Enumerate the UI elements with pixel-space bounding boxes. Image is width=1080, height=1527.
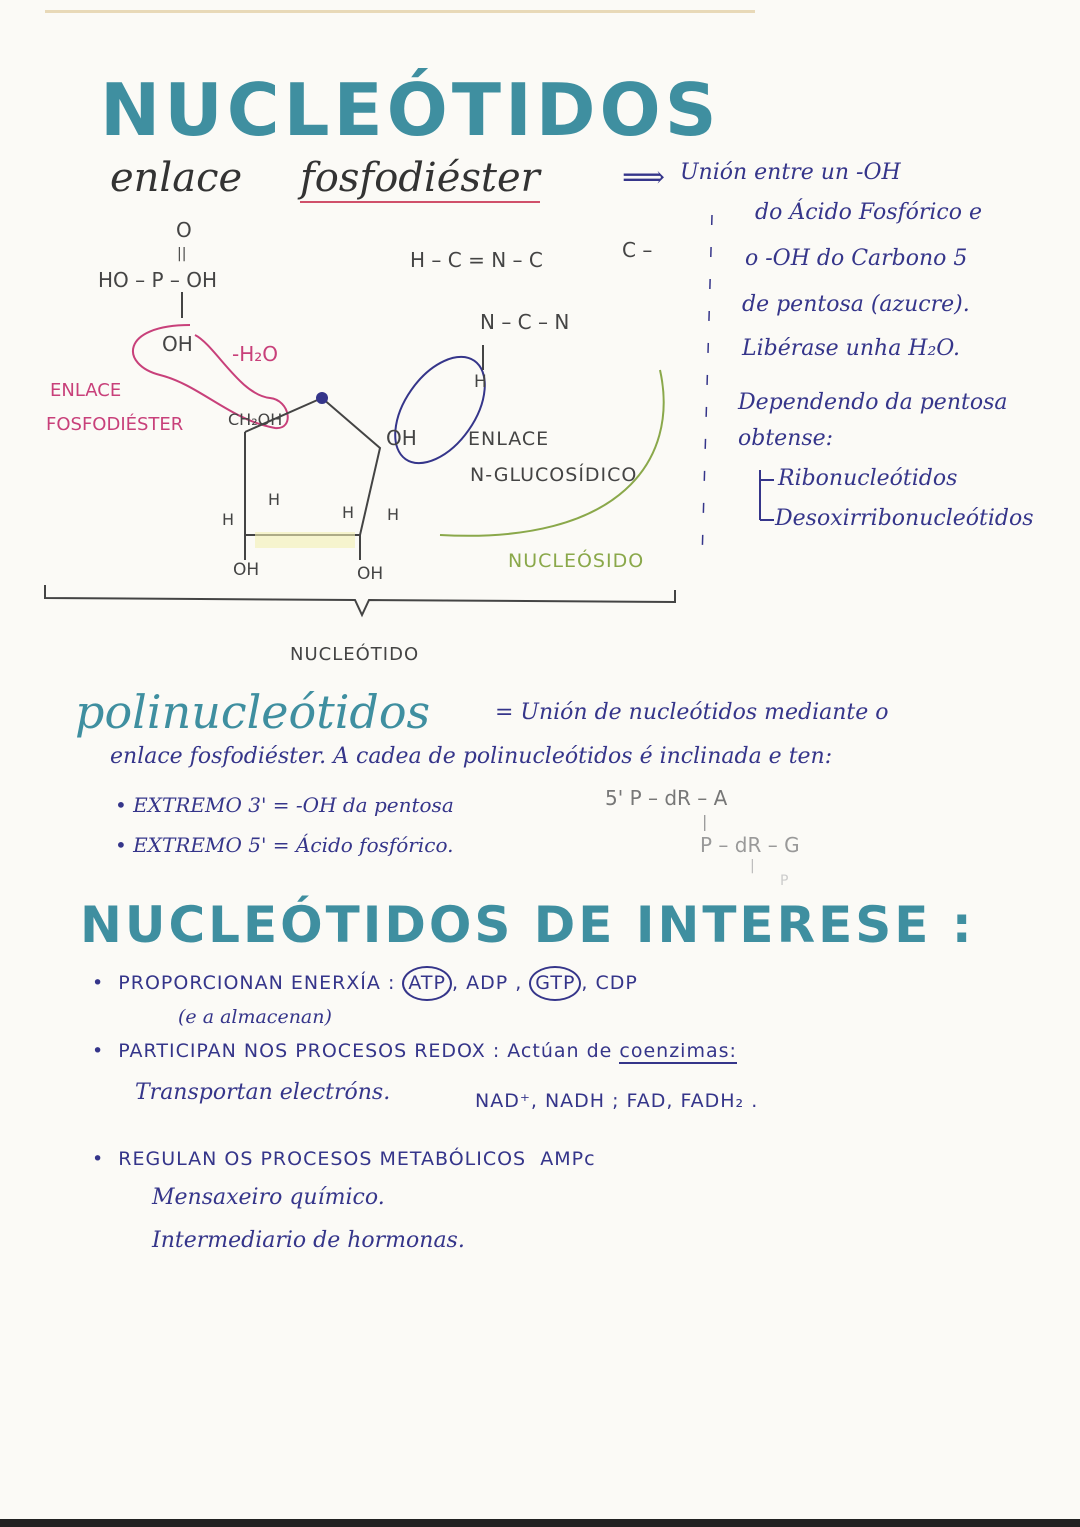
sugar-h: H — [222, 510, 235, 529]
type-deoxy: Desoxirribonucleótidos — [775, 506, 1034, 531]
nucleoside-label: NUCLEÓSIDO — [508, 550, 645, 572]
interest-item-energy: • PROPORCIONAN ENERXÍA : ATP, ADP , GTP,… — [92, 964, 638, 1002]
phosphate-oxygen: O — [176, 218, 192, 242]
definition-line: Libérase unha H₂O. — [742, 336, 961, 361]
polynucleotides-def: enlace fosfodiéster. A cadea de polinucl… — [110, 744, 833, 769]
coenzymes-term: coenzimas: — [619, 1040, 737, 1064]
energy-sub: (e a almacenan) — [178, 1006, 332, 1028]
regulate-line: Intermediario de hormonas. — [152, 1228, 465, 1253]
definition-line: Unión entre un -OH — [680, 160, 901, 185]
bullet: • — [92, 1148, 119, 1170]
atp-circled: ATP — [402, 966, 452, 1001]
sugar-h: H — [387, 505, 400, 524]
ring-highlight — [255, 532, 355, 548]
end-3: • EXTREMO 3' = -OH da pentosa — [115, 793, 454, 817]
interest-item-regulate: • REGULAN OS PROCESOS METABÓLICOS AMPc — [92, 1148, 596, 1170]
depending-line: Dependendo da pentosa — [738, 390, 1008, 415]
base-top: H – C = N – C — [410, 248, 543, 272]
sugar-oh-right: OH — [386, 426, 417, 450]
chain-line: | — [750, 858, 755, 874]
glycosidic-loop — [394, 355, 486, 465]
phosphodiester-label: ENLACE — [50, 380, 122, 401]
phosphodiester-loop — [132, 324, 289, 430]
polynucleotides-term: polinucleótidos — [75, 685, 431, 739]
chain-line: | — [702, 812, 708, 831]
depending-line: obtense: — [738, 426, 834, 451]
page-bottom-edge — [0, 1519, 1080, 1527]
redox-line2: Transportan electróns. — [135, 1080, 391, 1105]
chain-line: P — [780, 873, 789, 889]
page-top-rule — [45, 10, 755, 13]
regulate-line: Mensaxeiro químico. — [152, 1185, 385, 1210]
base-h: H — [474, 372, 487, 392]
polynucleotides-def: = Unión de nucleótidos mediante o — [495, 700, 889, 725]
glycosidic-label: ENLACE — [468, 428, 550, 450]
glycosidic-label: N-GLUCOSÍDICO — [470, 464, 638, 486]
bullet: • — [92, 1040, 119, 1062]
definition-line: o -OH do Carbono 5 — [745, 246, 968, 271]
interest-title: NUCLEÓTIDOS DE INTERESE : — [80, 896, 975, 954]
ampc-value: AMPc — [540, 1148, 596, 1170]
end-5: • EXTREMO 5' = Ácido fosfórico. — [115, 833, 454, 857]
sugar-oh: OH — [357, 564, 384, 584]
bullet: • — [92, 972, 119, 994]
phosphate-oh: OH — [162, 332, 193, 356]
page-title: NUCLEÓTIDOS — [100, 68, 721, 152]
definition-line: de pentosa (azucre). — [742, 292, 970, 317]
bond-heading-term: fosfodiéster — [300, 155, 540, 203]
double-bond: || — [177, 246, 187, 262]
definition-line: do Ácido Fosfórico e — [755, 200, 983, 225]
chain-line: P – dR – G — [700, 833, 800, 857]
ring-oxygen — [316, 392, 328, 404]
base-bottom: N – C – N — [480, 310, 570, 334]
base-c: C – — [622, 238, 653, 262]
redox-values: NAD⁺, NADH ; FAD, FADH₂ . — [475, 1090, 759, 1112]
phosphodiester-label: FOSFODIÉSTER — [46, 414, 184, 435]
sugar-h: H — [268, 490, 281, 509]
pentose-ring — [244, 396, 382, 536]
sugar-oh: OH — [233, 560, 260, 580]
nucleoside-arc — [439, 369, 665, 537]
arrow-icon: ⟹ — [622, 160, 666, 195]
interest-item-redox: • PARTICIPAN NOS PROCESOS REDOX : Actúan… — [92, 1040, 737, 1064]
nucleotide-label: NUCLEÓTIDO — [290, 644, 420, 665]
sugar-h: H — [342, 503, 355, 522]
bond-heading-prefix: enlace — [110, 155, 243, 201]
types-bracket — [759, 470, 774, 521]
type-ribo: Ribonucleótidos — [778, 466, 958, 491]
phosphate-group: HO – P – OH — [98, 268, 218, 292]
water-label: -H₂O — [232, 342, 279, 366]
ch2oh-label: CH₂OH — [228, 410, 283, 429]
chain-line: 5' P – dR – A — [605, 786, 728, 810]
gtp-circled: GTP — [529, 966, 582, 1001]
nucleotide-brace — [44, 585, 676, 618]
column-divider — [701, 214, 713, 561]
